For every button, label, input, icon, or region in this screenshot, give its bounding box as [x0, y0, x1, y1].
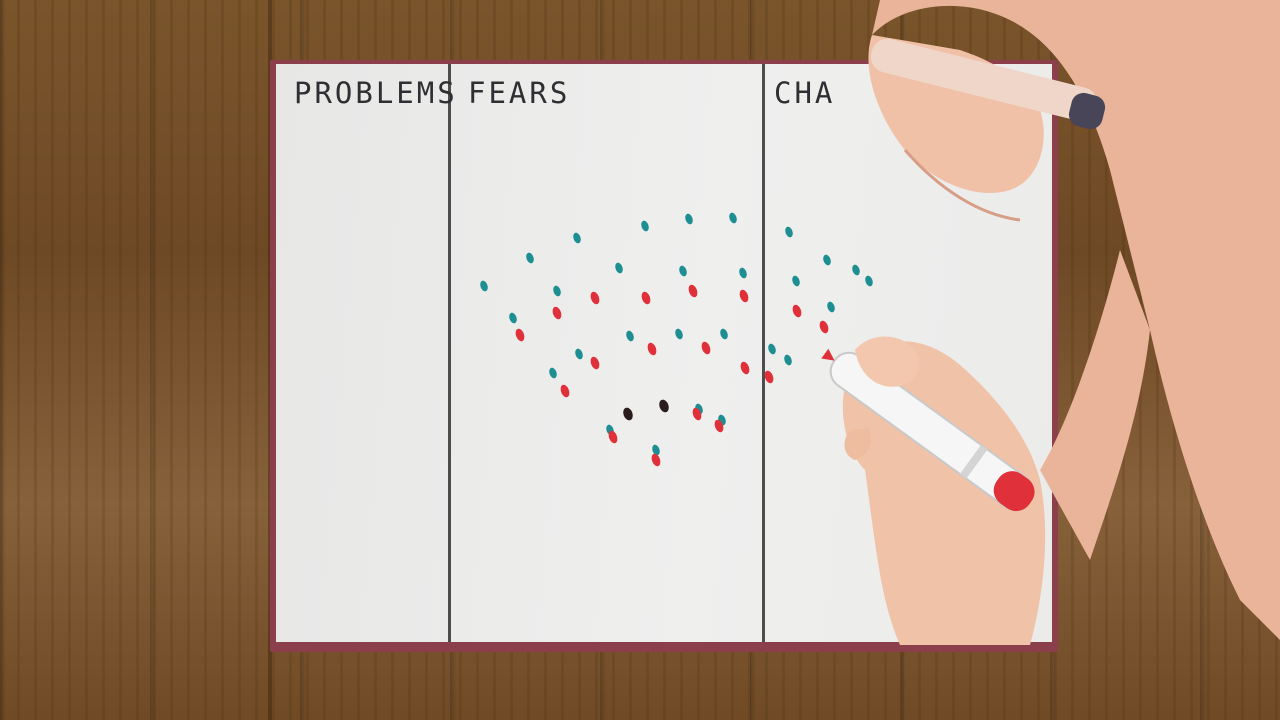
- red-marker-dot: [764, 370, 774, 384]
- red-marker-dot: [819, 320, 829, 334]
- red-marker-dot: [692, 407, 702, 421]
- column-divider-2: [762, 64, 765, 642]
- column-divider-1: [448, 64, 451, 642]
- teal-marker-dot: [865, 275, 873, 287]
- teal-marker-dot: [626, 330, 634, 342]
- grey-marker-pen: [870, 38, 1098, 122]
- dark-marker-dot: [623, 407, 633, 421]
- teal-marker-dot: [480, 280, 488, 292]
- grey-marker-cap: [1068, 92, 1106, 130]
- red-marker-dot: [590, 291, 600, 305]
- dark-marker-dot: [659, 399, 669, 413]
- teal-marker-dot: [852, 264, 860, 276]
- upper-hand: [868, 0, 1280, 640]
- red-marker-dot: [701, 341, 711, 355]
- teal-marker-dot: [573, 232, 581, 244]
- teal-marker-dot: [549, 367, 557, 379]
- teal-marker-dot: [729, 212, 737, 224]
- red-marker-pen: [821, 348, 1035, 512]
- teal-marker-dot: [784, 354, 792, 366]
- teal-marker-dot: [652, 444, 660, 456]
- red-marker-dot: [714, 419, 724, 433]
- column-title-problems: PROBLEMS: [294, 76, 458, 110]
- red-marker-dot: [688, 284, 698, 298]
- teal-marker-dot: [768, 343, 776, 355]
- teal-marker-dot: [823, 254, 831, 266]
- red-marker-dot: [792, 304, 802, 318]
- teal-marker-dot: [679, 265, 687, 277]
- teal-marker-dot: [792, 275, 800, 287]
- column-title-fears: FEARS: [468, 76, 571, 110]
- marker-dots-group: [480, 212, 873, 467]
- teal-marker-dot: [739, 267, 747, 279]
- red-marker-dot: [651, 453, 661, 467]
- red-marker-dot: [608, 430, 618, 444]
- column-title-cha: CHA: [774, 76, 836, 110]
- red-marker-dot: [590, 356, 600, 370]
- red-marker-dot: [552, 306, 562, 320]
- teal-marker-dot: [615, 262, 623, 274]
- teal-marker-dot: [785, 226, 793, 238]
- red-marker-dot: [739, 289, 749, 303]
- red-marker-dot: [647, 342, 657, 356]
- teal-marker-dot: [685, 213, 693, 225]
- red-marker-dot: [515, 328, 525, 342]
- teal-marker-dot: [720, 328, 728, 340]
- teal-marker-dot: [675, 328, 683, 340]
- teal-marker-dot: [641, 220, 649, 232]
- lower-hand: [821, 250, 1150, 645]
- red-marker-dot: [740, 361, 750, 375]
- red-marker-dot: [560, 384, 570, 398]
- teal-marker-dot: [553, 285, 561, 297]
- teal-marker-dot: [526, 252, 534, 264]
- teal-marker-dot: [509, 312, 517, 324]
- teal-marker-dot: [827, 301, 835, 313]
- red-marker-dot: [641, 291, 651, 305]
- teal-marker-dot: [575, 348, 583, 360]
